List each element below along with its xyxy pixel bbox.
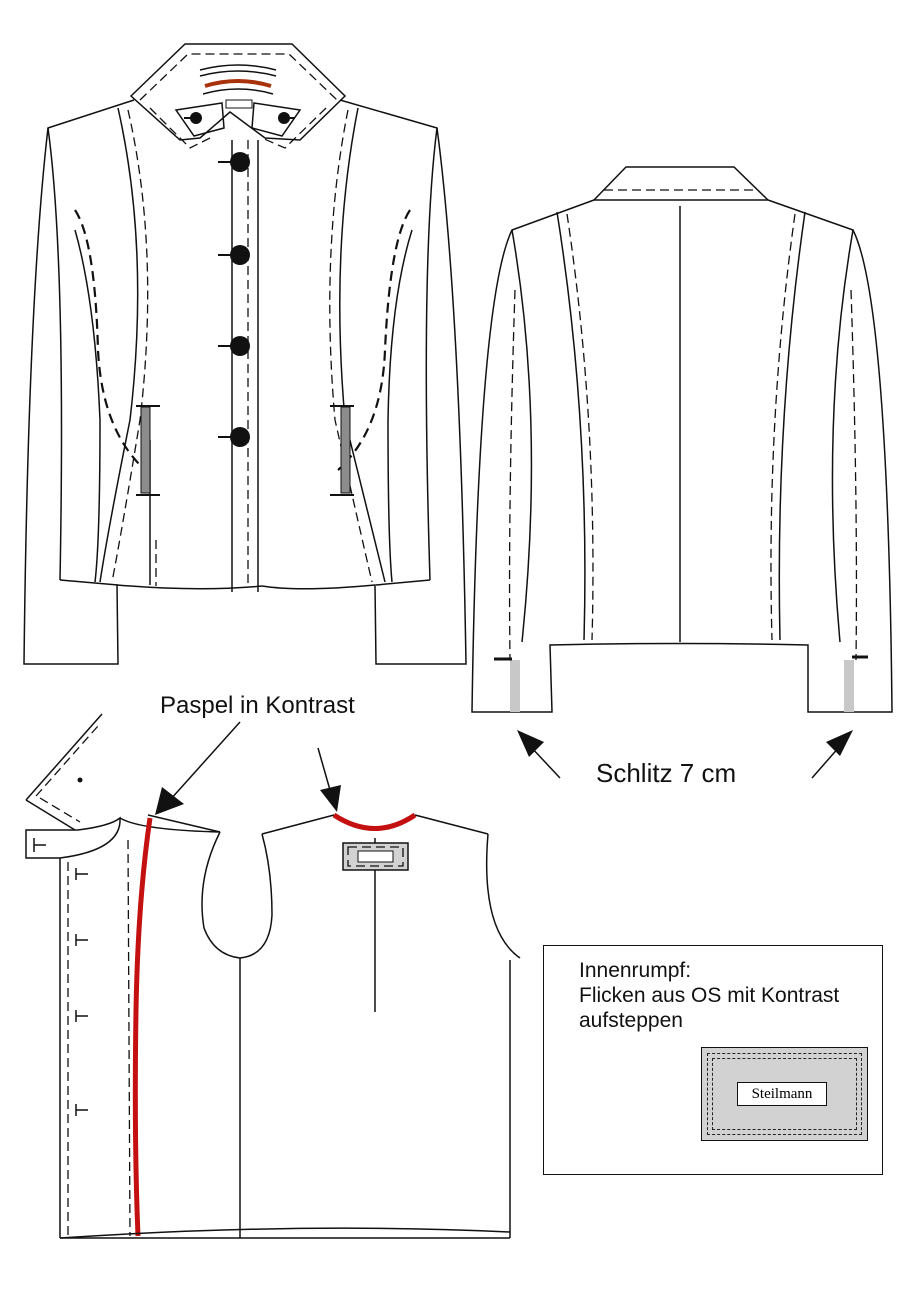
jacket-back-view bbox=[471, 166, 893, 713]
patch-stitch-inner bbox=[712, 1058, 857, 1130]
note-line-1: Innenrumpf: bbox=[579, 959, 692, 982]
annotation-arrows bbox=[155, 721, 853, 815]
inner-front-pattern bbox=[25, 713, 511, 1239]
sleeve-slits bbox=[494, 655, 868, 712]
schlitz-annotation: Schlitz 7 cm bbox=[596, 758, 737, 788]
jacket-front-view bbox=[23, 43, 467, 665]
label-patch: Steilmann bbox=[701, 1047, 868, 1141]
patch-stitch-outer bbox=[707, 1053, 862, 1135]
note-line-3: aufsteppen bbox=[579, 1009, 683, 1032]
inner-body-note-box: Innenrumpf: Flicken aus OS mit Kontrast … bbox=[543, 945, 883, 1175]
buttonhole-marks bbox=[75, 868, 88, 1116]
welt-pockets bbox=[136, 405, 354, 496]
inner-back-pattern bbox=[261, 812, 521, 1238]
note-line-2: Flicken aus OS mit Kontrast bbox=[579, 984, 840, 1007]
brand-label: Steilmann bbox=[737, 1082, 827, 1106]
paspel-annotation: Paspel in Kontrast bbox=[160, 692, 355, 719]
hanger-patch bbox=[342, 842, 409, 871]
front-buttons bbox=[218, 152, 250, 447]
note-text: Innenrumpf: Flicken aus OS mit Kontrast … bbox=[579, 958, 839, 1033]
